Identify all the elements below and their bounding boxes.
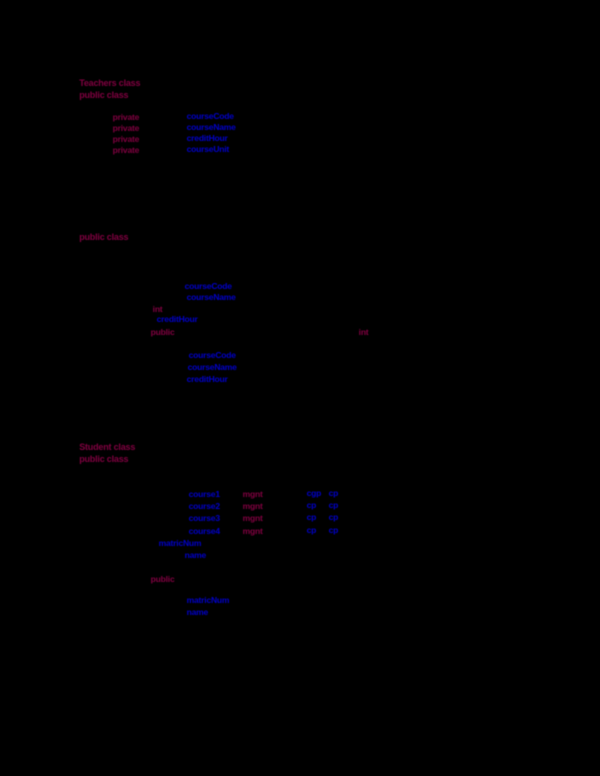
body-text: matricNum	[186, 595, 230, 605]
field-modifier: private	[112, 123, 140, 133]
row-extra-b-text: cp	[328, 488, 339, 498]
field-text: matricNum	[158, 538, 202, 548]
field-type: courseCode	[178, 101, 234, 131]
field-type: courseName	[178, 112, 236, 142]
body-text: creditHour	[186, 374, 228, 384]
assignment-keyword: int	[152, 304, 163, 314]
row-extra-b: cp	[320, 478, 339, 508]
row-extra-b: cp	[320, 515, 339, 545]
row-keyword-text: mgnt	[242, 513, 263, 523]
class-decl-text: public class	[79, 232, 129, 242]
constructor-signature: public	[142, 317, 175, 347]
body-text: courseCode	[188, 350, 236, 360]
row-extra-a: cp	[298, 502, 317, 532]
row-keyword: mgnt	[234, 516, 263, 546]
field-type-text: courseUnit	[186, 144, 230, 154]
assignment-line: int creditHour	[144, 294, 198, 334]
field-line: matricNum	[150, 528, 202, 558]
field-modifier: private	[112, 145, 140, 155]
field-row: private	[104, 102, 140, 132]
table-row: course2	[180, 491, 220, 521]
row-name: course1	[188, 489, 220, 499]
field-type-text: courseCode	[186, 111, 234, 121]
row-extra-a-text: cp	[306, 512, 317, 522]
table-row: course4	[180, 516, 220, 546]
row-name: course4	[188, 526, 220, 536]
row-extra-a-text: cgp	[306, 488, 322, 498]
assignment-line: courseName	[178, 282, 236, 312]
body-line: courseCode	[180, 340, 236, 370]
field-row: private	[104, 124, 140, 154]
body-text: name	[186, 607, 209, 617]
row-extra-a: cgp	[298, 478, 322, 508]
row-keyword-text: mgnt	[242, 489, 263, 499]
field-row: private	[104, 113, 140, 143]
field-type-text: courseName	[186, 122, 236, 132]
table-row: course1	[180, 479, 220, 509]
row-keyword: mgnt	[234, 503, 263, 533]
row-extra-b-text: cp	[328, 512, 339, 522]
class-decl-text: public class	[79, 454, 129, 464]
body-text: courseName	[187, 362, 237, 372]
field-text: name	[184, 550, 207, 560]
field-modifier: private	[112, 134, 140, 144]
class-declaration-teachers: public class	[70, 80, 128, 110]
row-extra-b-text: cp	[328, 500, 339, 510]
body-line: courseName	[179, 352, 237, 382]
constructor-modifier: public	[150, 327, 175, 337]
field-line: name	[176, 540, 207, 570]
constructor-modifier: public	[150, 574, 175, 584]
body-line: name	[178, 597, 209, 627]
constructor-signature-student: public	[142, 564, 175, 594]
class-declaration-student: public class	[70, 444, 128, 474]
field-type: creditHour	[178, 123, 228, 153]
row-keyword-text: mgnt	[242, 501, 263, 511]
section-heading-student: Student class	[70, 432, 135, 462]
row-extra-a-text: cp	[306, 500, 317, 510]
row-extra-a-text: cp	[306, 525, 317, 535]
field-type-text: creditHour	[186, 133, 228, 143]
body-line: matricNum	[178, 585, 230, 615]
row-keyword-text: mgnt	[242, 526, 263, 536]
row-extra-b: cp	[320, 502, 339, 532]
class-declaration-course: public class	[70, 222, 128, 252]
field-row: private	[104, 135, 140, 165]
section-heading-teachers: Teachers class	[70, 68, 140, 98]
row-extra-a: cp	[298, 490, 317, 520]
assignment-text: courseCode	[184, 281, 232, 291]
class-decl-text: public class	[79, 90, 129, 100]
field-type: courseUnit	[178, 134, 230, 164]
row-name: course3	[188, 513, 220, 523]
table-row: course3	[180, 503, 220, 533]
constructor-param-type: int	[350, 317, 369, 347]
heading-text: Teachers class	[79, 78, 141, 88]
row-extra-b-text: cp	[328, 525, 339, 535]
heading-text: Student class	[79, 442, 136, 452]
body-line: creditHour	[178, 364, 228, 394]
row-extra-a: cp	[298, 515, 317, 545]
field-modifier: private	[112, 112, 140, 122]
row-keyword: mgnt	[234, 479, 263, 509]
constructor-param-keyword: int	[358, 327, 369, 337]
row-name: course2	[188, 501, 220, 511]
assignment-text: courseName	[186, 292, 236, 302]
row-extra-b: cp	[320, 490, 339, 520]
row-keyword: mgnt	[234, 491, 263, 521]
assignment-line: courseCode	[176, 271, 232, 301]
assignment-text: creditHour	[156, 314, 198, 324]
